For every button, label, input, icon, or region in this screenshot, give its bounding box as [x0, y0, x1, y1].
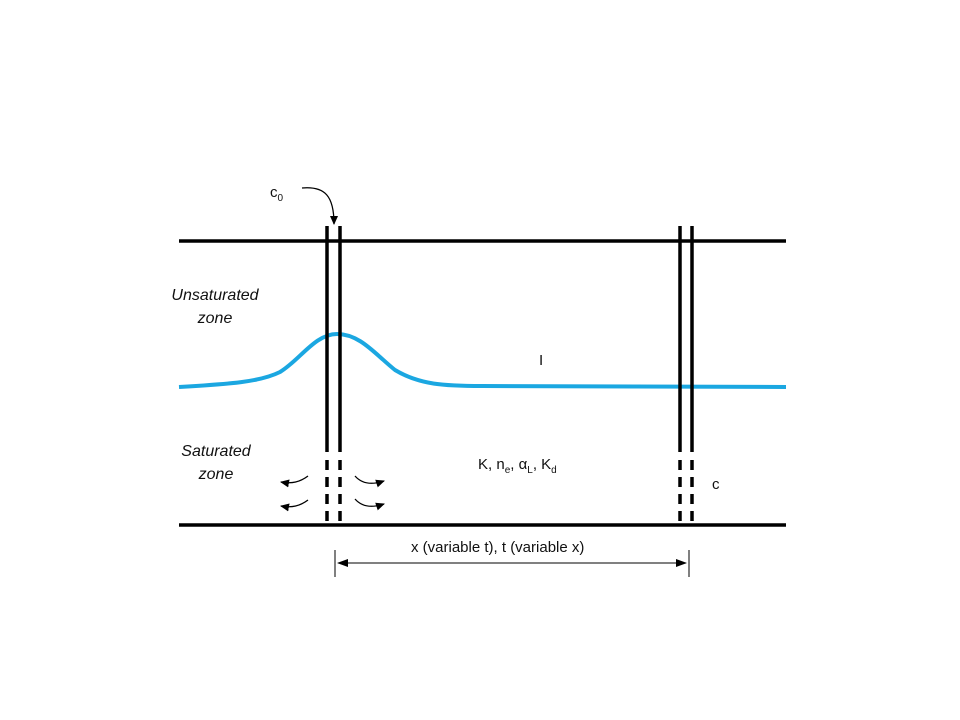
unsaturated-zone-label: Unsaturated zone — [145, 284, 285, 330]
props-k: K, n — [478, 456, 505, 473]
props-kd-sub: d — [551, 465, 557, 476]
curved-flow-arrow-icon — [354, 498, 385, 511]
unsaturated-zone-line1: Unsaturated — [171, 287, 259, 304]
aquifer-properties-label: K, ne, αL, Kd — [478, 456, 557, 476]
output-concentration-label: c — [712, 476, 720, 493]
c0-subscript: 0 — [277, 193, 284, 204]
injection-well-screen — [325, 460, 342, 522]
observation-well — [678, 226, 694, 522]
props-alpha: α — [518, 456, 528, 473]
saturated-zone-line2: zone — [198, 466, 234, 483]
hydraulic-gradient-label: I — [539, 352, 544, 369]
curved-flow-arrow-icon — [354, 475, 385, 488]
observation-well-screen — [678, 460, 694, 522]
curved-arrow-down-icon — [301, 187, 338, 225]
saturated-zone-line1: Saturated — [181, 443, 251, 460]
injection-well — [325, 226, 342, 522]
props-sep1: , — [510, 456, 519, 473]
curved-flow-arrow-icon — [280, 499, 309, 512]
props-alpha-sub: L — [527, 465, 533, 476]
water-table-curve — [178, 331, 787, 389]
unsaturated-zone-line2: zone — [197, 310, 233, 327]
distance-dimension — [334, 550, 690, 577]
props-sep2: , K — [532, 456, 552, 473]
distance-label: x (variable t), t (variable x) — [411, 539, 585, 556]
curved-flow-arrow-icon — [280, 475, 309, 488]
c0-base: c — [270, 184, 278, 201]
props-ne-sub: e — [504, 465, 511, 476]
input-concentration-label: c0 — [270, 184, 284, 204]
saturated-zone-label: Saturated zone — [146, 440, 286, 486]
